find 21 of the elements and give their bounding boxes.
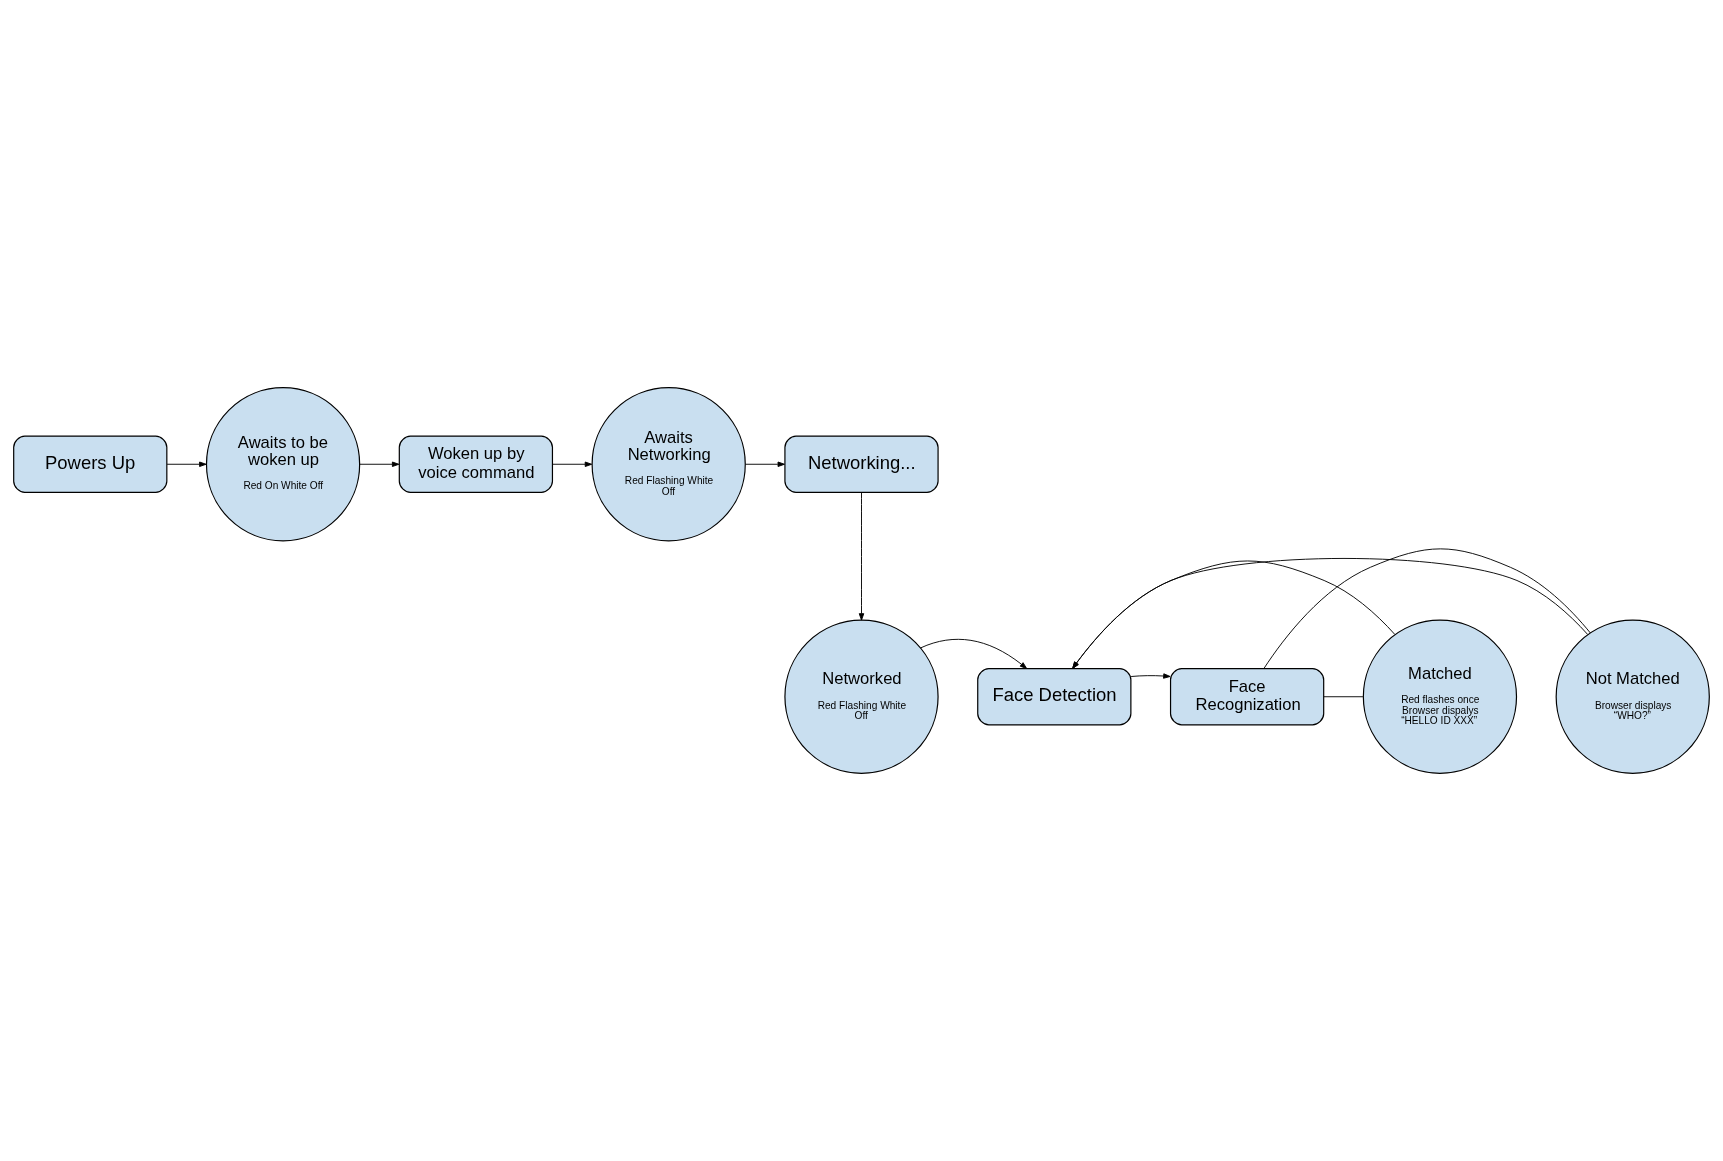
arrow: [858, 492, 865, 621]
arrow: [1130, 673, 1171, 679]
connector: [1323, 696, 1364, 698]
node-box: Powers Up: [13, 435, 168, 493]
node-circle: Networked Red Flashing White Off: [784, 619, 939, 774]
node-box: Networking...: [784, 435, 939, 493]
node-circle: Not Matched Browser displays “WHO?”: [1555, 619, 1710, 774]
arrow: [359, 461, 400, 467]
node-box: Face Detection: [977, 668, 1132, 726]
arrow: [552, 461, 593, 467]
arrow: [166, 461, 207, 467]
connector: [1263, 548, 1591, 669]
arrow: [1072, 560, 1396, 669]
arrow: [920, 638, 1028, 669]
node-circle: Awaits to be woken up Red On White Off: [205, 387, 361, 542]
node-circle: Awaits Networking Red Flashing White Off: [591, 387, 746, 542]
arrow: [745, 461, 785, 467]
node-circle: Matched Red flashes once Browser dispalys “HELLO ID XXX”: [1362, 619, 1518, 774]
node-box: Woken up by voice command: [398, 435, 554, 493]
arrow: [1072, 558, 1589, 669]
node-box: Face Recognization: [1169, 668, 1325, 726]
